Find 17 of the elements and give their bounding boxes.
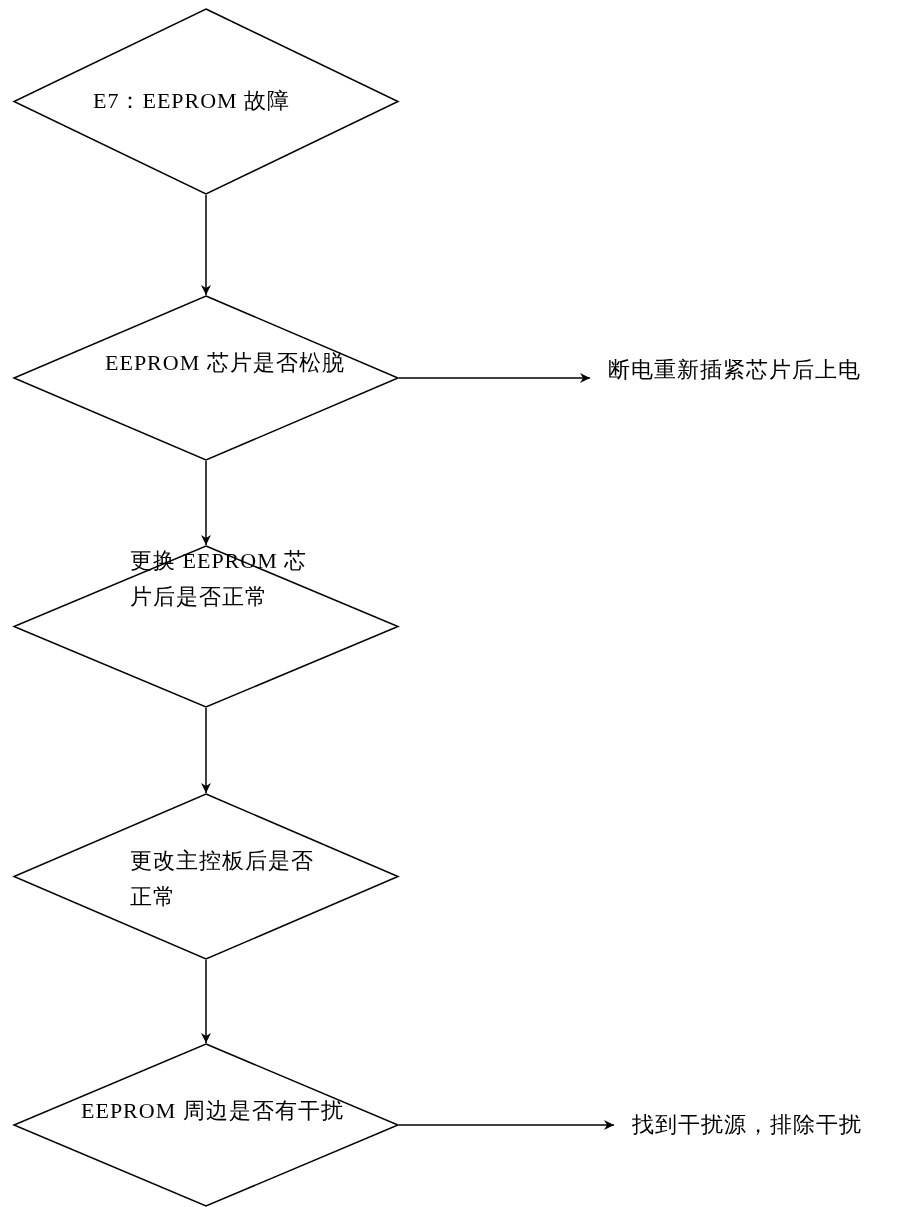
arrow (398, 1120, 615, 1130)
arrow (398, 373, 591, 383)
step-text: 找到干扰源，排除干扰 (632, 1111, 863, 1139)
arrow (201, 460, 211, 546)
decision-text: E7：EEPROM 故障 (93, 87, 292, 115)
decision-diamond (13, 545, 399, 708)
arrow (201, 959, 211, 1044)
decision-text: EEPROM 周边是否有干扰 (81, 1097, 345, 1125)
decision-text: 更改主控板后是否正常 (130, 847, 315, 911)
arrow (201, 707, 211, 794)
decision-diamond (13, 295, 399, 461)
step-text: 断电重新插紧芯片后上电 (608, 356, 862, 384)
arrow (201, 194, 211, 296)
decision-diamond (13, 8, 399, 195)
decision-diamond (13, 793, 399, 960)
decision-diamond (13, 1043, 399, 1207)
decision-text: EEPROM 芯片是否松脱 (105, 349, 346, 377)
